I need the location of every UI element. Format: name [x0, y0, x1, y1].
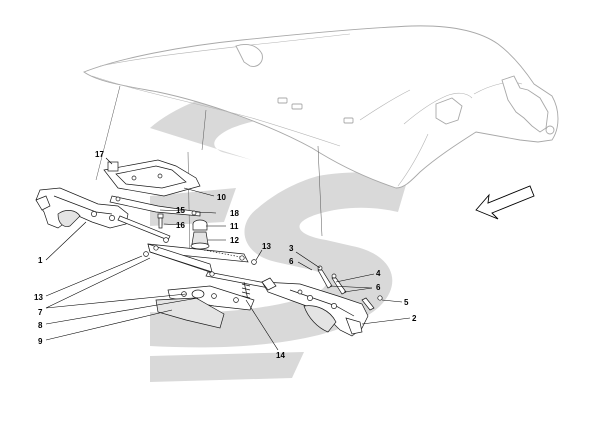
callout-5: 5 [404, 298, 409, 307]
callout-18: 18 [230, 209, 239, 218]
rubber-stop-assembly [190, 219, 210, 250]
callout-13-lower: 13 [34, 293, 43, 302]
callout-4: 4 [376, 269, 381, 278]
right-hinge-arm [261, 277, 369, 337]
upper-bracket-plate [103, 159, 201, 197]
callout-8: 8 [38, 321, 43, 330]
callout-12: 12 [230, 236, 239, 245]
callout-15: 15 [176, 206, 185, 215]
spring-14 [241, 281, 251, 301]
bottom-cover-9 [155, 297, 225, 329]
left-hinge-arm [35, 187, 129, 229]
connecting-rod [117, 215, 171, 243]
callout-6-upper: 6 [289, 257, 294, 266]
callout-3: 3 [289, 244, 294, 253]
callout-2: 2 [412, 314, 417, 323]
screws-right-group [297, 265, 383, 311]
callout-1: 1 [38, 256, 43, 265]
callout-10: 10 [217, 193, 226, 202]
callout-14: 14 [276, 351, 285, 360]
callout-9: 9 [38, 337, 43, 346]
callout-16: 16 [176, 221, 185, 230]
callout-6-lower: 6 [376, 283, 381, 292]
spring-bracket [147, 243, 249, 277]
roof-panel [83, 25, 559, 189]
bracket-plate-8 [167, 285, 255, 311]
screw-13 [143, 251, 257, 265]
callout-13-upper: 13 [262, 242, 271, 251]
roof-guide-lines [95, 85, 323, 263]
callout-17: 17 [95, 150, 104, 159]
arrow-outline-icon [475, 185, 535, 220]
callout-11: 11 [230, 222, 239, 231]
callout-7: 7 [38, 308, 43, 317]
leader-lines [45, 157, 411, 351]
callouts: 17 10 15 18 16 11 12 13 1 13 7 8 9 14 3 … [34, 150, 417, 360]
bolt-16 [157, 213, 164, 229]
